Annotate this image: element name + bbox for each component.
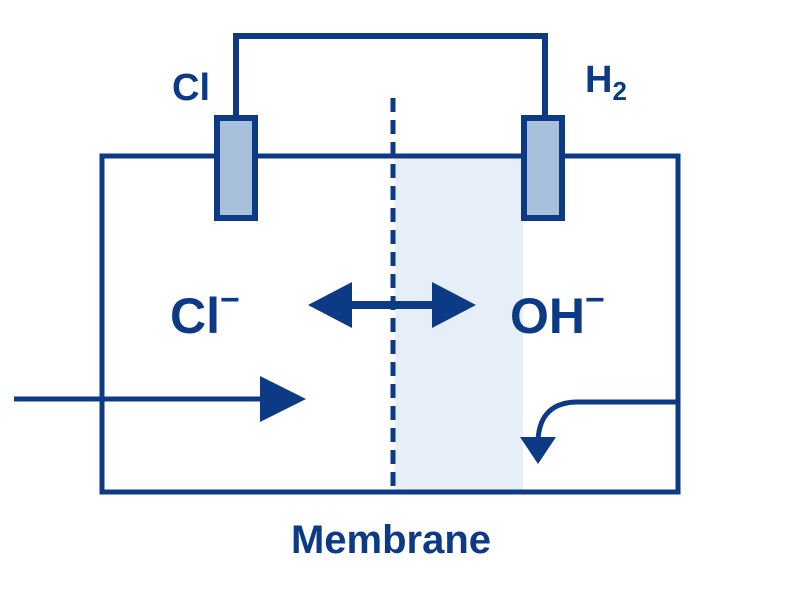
label-membrane: Membrane (291, 518, 491, 562)
label-h2-electrode: H2 (585, 59, 627, 106)
label-chloride-main: Cl (170, 288, 220, 344)
label-hydroxide-charge: − (585, 281, 605, 319)
left-electrode (214, 115, 258, 221)
ion-exchange-arrow (308, 282, 476, 328)
label-chloride-charge: − (220, 281, 240, 319)
label-h2-subscript: 2 (612, 76, 626, 106)
label-hydroxide-main: OH (510, 288, 585, 344)
right-electrode (521, 115, 565, 221)
label-h2-main: H (585, 59, 612, 101)
outlet-return-arrow (520, 399, 678, 464)
label-cl-electrode: Cl (172, 67, 210, 109)
inlet-arrow (14, 376, 306, 422)
external-wire (233, 33, 548, 118)
cell-container (99, 153, 681, 495)
label-hydroxide-ion: OH− (510, 281, 605, 344)
label-chloride-ion: Cl− (170, 281, 240, 344)
membrane-shaded-region (395, 158, 523, 490)
